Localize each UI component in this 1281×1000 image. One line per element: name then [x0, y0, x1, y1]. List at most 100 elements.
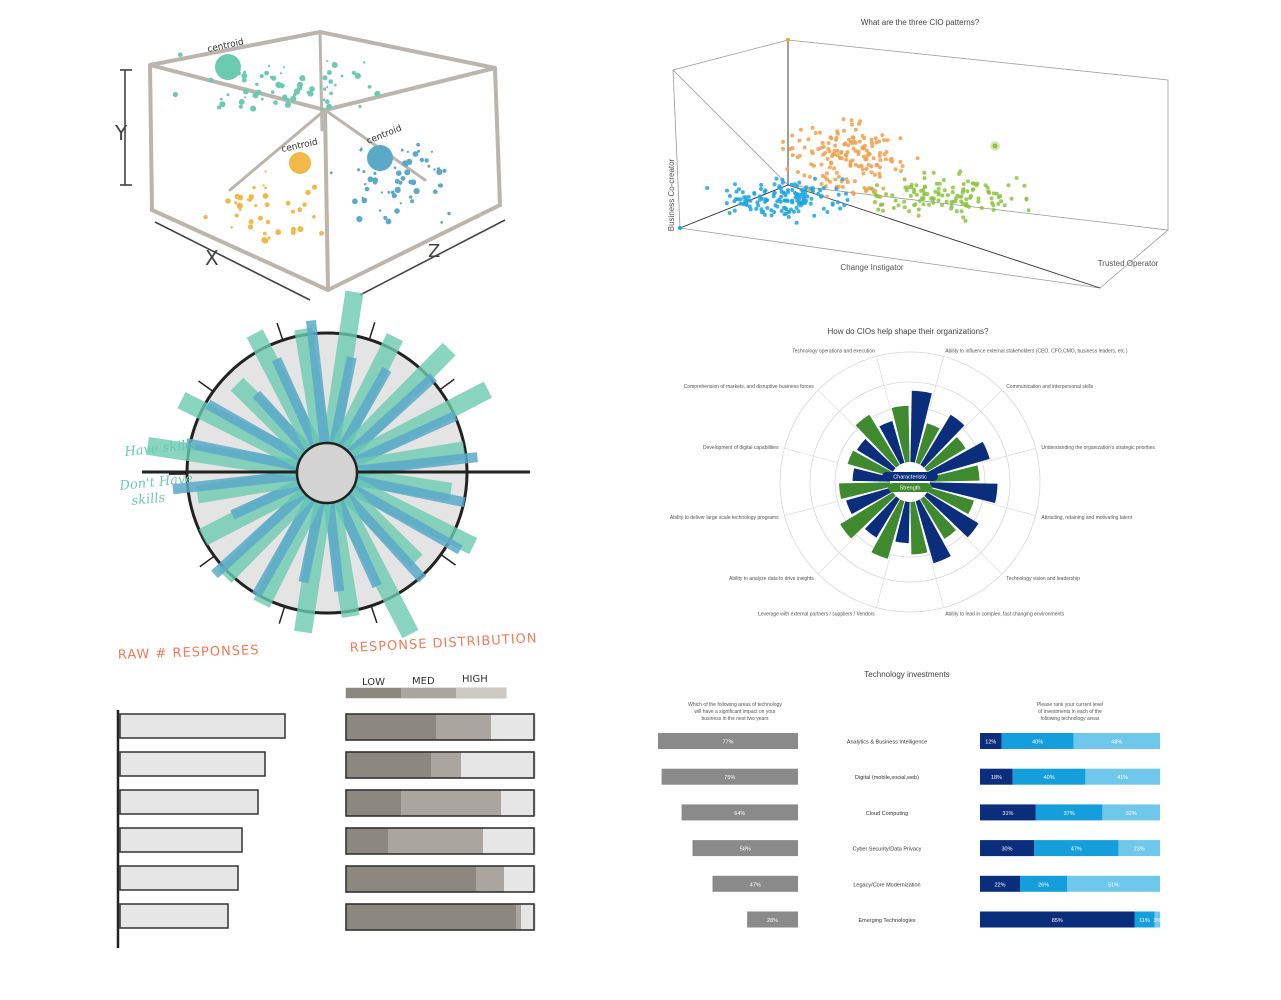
scatter-point	[860, 167, 865, 172]
scatter-point	[898, 159, 903, 164]
impact-bar	[681, 804, 798, 821]
radial-grid	[879, 451, 941, 513]
scatter-point	[846, 143, 851, 148]
centroid-yellow	[289, 152, 311, 174]
dist-segment	[401, 790, 501, 816]
radial-bar	[852, 468, 891, 482]
scatter-point	[861, 171, 866, 176]
scatter-point	[834, 170, 839, 175]
sketch-bar-dont	[230, 479, 302, 520]
investment-segment	[980, 733, 1002, 749]
scatter-point	[836, 174, 841, 179]
radial-spoke	[875, 554, 891, 608]
scatter-point	[834, 137, 838, 142]
scatter-point	[844, 191, 848, 196]
scatter-point	[849, 118, 854, 123]
scatter-point	[820, 173, 825, 178]
scatter-point	[870, 144, 875, 149]
sketch-bar-have	[332, 333, 404, 451]
scatter-point	[862, 143, 867, 148]
scatter-point	[759, 186, 763, 191]
scatter-point	[1002, 203, 1007, 208]
tech-investments-chart: Technology investments Which of the foll…	[658, 670, 1161, 928]
cube-dot	[325, 99, 330, 104]
radial-spoke	[784, 447, 838, 463]
cube-dot	[312, 215, 316, 219]
scatter-point	[785, 167, 790, 172]
radial-bar	[915, 499, 951, 564]
scatter-point	[959, 209, 964, 214]
scatter-point	[797, 180, 802, 185]
radial-category-label: Development of digital capabilities	[703, 445, 779, 451]
sketch-bar-dont	[185, 438, 299, 471]
scatter-point	[869, 141, 874, 146]
dist-segment	[346, 904, 516, 930]
cube-dot	[262, 231, 267, 236]
scatter-point	[804, 185, 809, 190]
scatter-point	[949, 206, 954, 211]
cube-dot	[217, 105, 222, 110]
scatter-point	[794, 220, 799, 225]
scatter-point	[848, 162, 853, 167]
cube-dot	[329, 91, 333, 96]
cube-dot	[374, 90, 381, 97]
scatter-point	[857, 164, 861, 169]
scatter-point	[819, 182, 824, 186]
cube-dot	[319, 85, 323, 89]
sketch-bar-dont	[252, 390, 312, 454]
cube-dot	[409, 195, 413, 199]
scatter-point	[824, 194, 829, 199]
sketch-tick	[276, 322, 284, 341]
scatter-point	[796, 209, 801, 214]
scatter-point	[904, 188, 909, 193]
dist-segment	[461, 752, 536, 778]
radial-bar	[856, 439, 896, 472]
radial-bar	[865, 496, 900, 538]
dist-bar-outline	[345, 903, 535, 931]
right-question-1: Please rank your current level	[1037, 702, 1103, 708]
radial-bar	[839, 482, 891, 499]
cio-patterns-panel: What are the three CIO patterns? Change …	[640, 10, 1180, 290]
scatter-point	[809, 186, 814, 191]
scatter-point	[746, 194, 751, 199]
cube-dot	[424, 158, 429, 163]
scatter-point	[794, 191, 799, 196]
cube-dot	[264, 70, 269, 76]
chart-title: Technology investments	[864, 670, 949, 679]
cube-dot	[219, 97, 223, 101]
cube-dot	[412, 151, 419, 157]
sketch-tick	[368, 322, 376, 340]
cube-dot	[367, 176, 374, 183]
raw-bar	[119, 903, 229, 929]
scatter-point	[914, 192, 919, 197]
raw-bar	[119, 827, 243, 853]
scatter-point	[796, 170, 800, 174]
cube-dot	[373, 171, 377, 175]
dist-segment	[516, 904, 521, 930]
radial-spoke	[929, 554, 945, 608]
cube-dot	[359, 148, 363, 152]
impact-label: 64%	[734, 811, 745, 817]
center-label-bottom: Strength	[900, 486, 921, 492]
legend-med: MED	[412, 676, 435, 687]
sketch-bar-dont	[329, 356, 357, 445]
cube-dot	[234, 213, 239, 218]
scatter-point	[759, 196, 764, 201]
cube-dot	[328, 79, 333, 84]
sketch-bar-dont	[172, 470, 298, 495]
scatter-point	[922, 176, 927, 181]
scatter-point	[893, 167, 898, 172]
dont-have-skills-label-2: skills	[131, 491, 166, 509]
scatter-point	[999, 199, 1004, 204]
investment-label: 30%	[1001, 847, 1012, 853]
scatter-point	[727, 194, 732, 198]
cube-dot	[238, 99, 245, 105]
center-label-top: Characteristic	[893, 475, 927, 481]
impact-label: 58%	[740, 847, 751, 853]
scatter-point	[919, 188, 924, 193]
cube-dot	[364, 183, 367, 186]
scatter-point	[881, 186, 886, 191]
scatter-point	[971, 187, 976, 192]
scatter-point	[965, 189, 970, 194]
